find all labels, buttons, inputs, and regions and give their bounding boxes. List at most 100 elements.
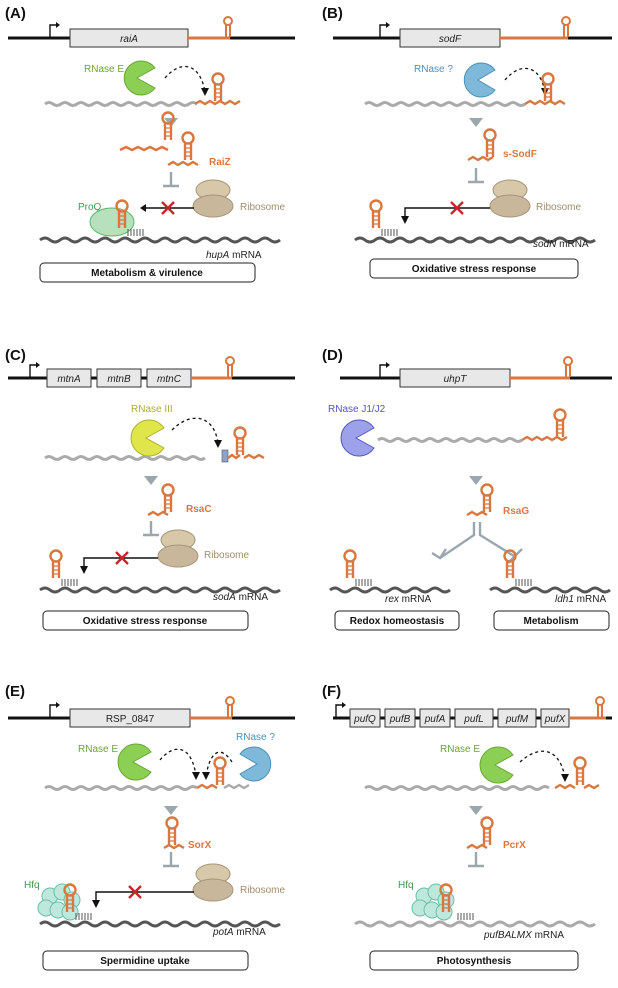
srna-label: s-SodF bbox=[503, 149, 537, 160]
srna-label: PcrX bbox=[503, 840, 526, 851]
srna-hairpin-icon bbox=[369, 199, 383, 230]
gene-label: sodF bbox=[439, 34, 462, 45]
processing-arrow-icon bbox=[164, 806, 178, 815]
panel-label: (E) bbox=[5, 683, 25, 700]
outcome-box bbox=[39, 262, 256, 283]
base-pairing bbox=[381, 228, 398, 237]
srna-label: RaiZ bbox=[209, 157, 231, 168]
cleavage-arrow bbox=[171, 417, 219, 445]
gene-box bbox=[96, 368, 142, 388]
precursor-rna bbox=[364, 101, 526, 107]
rnase-pacman-icon bbox=[340, 419, 375, 457]
target-mrna-label: ldh1 mRNA bbox=[555, 594, 606, 605]
srna-hairpin-icon bbox=[483, 128, 497, 159]
promoter-arrow-icon bbox=[49, 701, 61, 718]
srna-body bbox=[466, 843, 488, 850]
promoter-arrow-icon bbox=[29, 361, 41, 378]
promoter-arrow-icon bbox=[335, 701, 347, 718]
cleavage-arrow bbox=[504, 67, 546, 93]
srna-body bbox=[147, 510, 169, 517]
target-mrna-label: potA mRNA bbox=[212, 927, 266, 938]
base-pairing bbox=[75, 912, 92, 921]
translation-arrow bbox=[95, 891, 194, 904]
inhibition-icon bbox=[466, 166, 486, 184]
gene-label: pufL bbox=[463, 714, 483, 725]
gene-label: pufX bbox=[544, 714, 566, 725]
gene-label: mtnA bbox=[57, 374, 81, 385]
base-pairing bbox=[457, 912, 474, 921]
target-mrna bbox=[39, 236, 281, 244]
rnase-iii-site bbox=[221, 449, 229, 463]
promoter-arrow-icon bbox=[49, 21, 61, 38]
outcome-box bbox=[42, 950, 249, 971]
gene-label: pufM bbox=[505, 714, 529, 725]
outcome-label: Photosynthesis bbox=[437, 956, 512, 967]
ribosome-label: Ribosome bbox=[204, 550, 249, 561]
base-pairing bbox=[515, 578, 532, 587]
outcome-box bbox=[369, 950, 579, 971]
gene-label: RSP_0847 bbox=[106, 714, 155, 725]
panel-c: (C) mtnA mtnB mtnC RNase III RsaC Riboso… bbox=[5, 347, 295, 631]
precursor-rna bbox=[364, 785, 550, 791]
terminator-icon bbox=[595, 696, 605, 718]
ribosome-icon bbox=[192, 179, 234, 218]
terminator-icon bbox=[223, 16, 233, 38]
inhibition-icon bbox=[466, 850, 486, 868]
srna-hairpin-icon bbox=[553, 408, 567, 439]
gene-box bbox=[349, 708, 381, 728]
rnase-pacman-icon bbox=[479, 746, 514, 784]
gene-label: pufQ bbox=[353, 714, 376, 725]
outcome-label: Redox homeostasis bbox=[350, 616, 445, 627]
outcome-label: Oxidative stress response bbox=[83, 616, 208, 627]
rnase-pacman-icon bbox=[117, 743, 152, 781]
ribosome-icon bbox=[192, 863, 234, 902]
outcome-box bbox=[334, 610, 460, 631]
srna-body bbox=[167, 160, 199, 167]
chaperone-label: Hfq bbox=[24, 880, 40, 891]
chaperone-label: Hfq bbox=[398, 880, 414, 891]
rnase-label: RNase ? bbox=[236, 732, 275, 743]
outcome-label: Oxidative stress response bbox=[412, 264, 537, 275]
srna-hairpin-icon bbox=[343, 549, 357, 580]
panel-e: (E) RSP_0847 RNase E RNase ? SorX Hfq Ri… bbox=[5, 683, 295, 971]
proq-icon bbox=[89, 207, 135, 237]
srna-hairpin-icon bbox=[165, 816, 179, 847]
target-mrna-label: pufBALMX mRNA bbox=[483, 930, 564, 941]
rnase-label: RNase E bbox=[78, 744, 118, 755]
ribosome-label: Ribosome bbox=[240, 202, 285, 213]
panel-label: (F) bbox=[322, 683, 341, 700]
activation-arrow bbox=[439, 522, 476, 559]
cleavage-arrowhead bbox=[201, 88, 209, 96]
precursor-rna bbox=[44, 785, 198, 791]
srna-body bbox=[466, 510, 488, 517]
rnase-label: RNase E bbox=[84, 64, 124, 75]
rnase-pacman-icon bbox=[130, 419, 165, 457]
target-mrna bbox=[39, 586, 281, 594]
processing-arrow-icon bbox=[469, 476, 483, 485]
srna-hairpin-icon bbox=[181, 131, 195, 162]
outcome-box bbox=[369, 258, 579, 279]
outcome-label: Spermidine uptake bbox=[100, 956, 190, 967]
gene-label: uhpT bbox=[444, 374, 468, 385]
panel-label: (D) bbox=[322, 347, 343, 364]
target-mrna bbox=[354, 920, 596, 928]
panel-a: (A) raiA RNase E RaiZ ProQ Ribosome bbox=[5, 5, 295, 283]
cleavage-arrow bbox=[164, 65, 206, 93]
target-mrna bbox=[329, 586, 451, 594]
gene-box bbox=[46, 368, 92, 388]
promoter-arrow-icon bbox=[379, 361, 391, 378]
processing-arrow-icon bbox=[469, 806, 483, 815]
gene-label: mtnC bbox=[157, 374, 182, 385]
srna-hairpin-icon bbox=[49, 549, 63, 580]
precursor-rna bbox=[377, 437, 523, 443]
inhibition-icon bbox=[161, 850, 181, 868]
target-mrna-label: hupA mRNA bbox=[206, 250, 262, 261]
outcome-label: Metabolism & virulence bbox=[91, 268, 203, 279]
srna-body bbox=[163, 843, 185, 850]
gene-label: pufB bbox=[389, 714, 411, 725]
srna-hairpin-icon bbox=[161, 483, 175, 514]
srna-hairpin-icon bbox=[213, 756, 227, 787]
inhibition-icon bbox=[141, 519, 161, 537]
gene-label: pufA bbox=[424, 714, 446, 725]
processing-arrow-icon bbox=[144, 476, 158, 485]
